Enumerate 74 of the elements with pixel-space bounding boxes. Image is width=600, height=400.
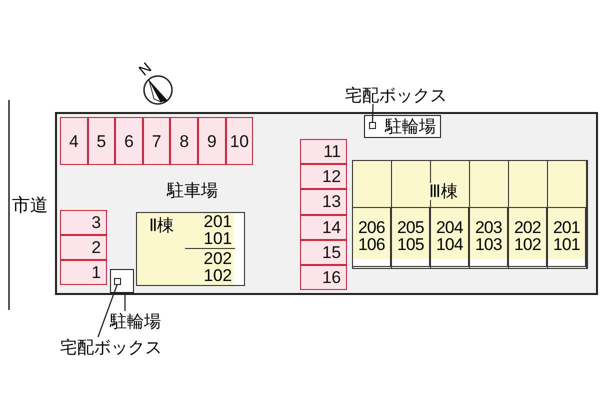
apartment-unit (352, 207, 391, 267)
unit-number: 105 (397, 236, 424, 253)
unit-number: 103 (475, 236, 502, 253)
building-outline (352, 160, 588, 269)
unit-number: 102 (204, 267, 232, 284)
space-number: 11 (323, 143, 341, 160)
parking-space (60, 117, 88, 165)
parking-space (300, 214, 347, 240)
unit-number: 203 (475, 219, 502, 236)
apartment-unit (469, 207, 508, 267)
unit-number: 101 (553, 236, 580, 253)
space-number: 6 (124, 132, 134, 150)
unit-number: 205 (397, 219, 424, 236)
space-number: 8 (179, 132, 189, 150)
parking-space (226, 117, 254, 165)
parking-space (88, 117, 116, 165)
callout-text: 宅配ボックス (60, 338, 162, 356)
parking-space (300, 164, 347, 190)
parking-space (60, 260, 107, 285)
unit-number: 106 (358, 236, 385, 253)
area-label: 駐車場 (167, 182, 218, 199)
space-number: 3 (92, 214, 101, 231)
parking-space (170, 117, 198, 165)
parking-space (60, 210, 107, 235)
space-number: 7 (152, 132, 162, 150)
building-label: Ⅱ棟 (149, 217, 174, 234)
unit-number: 202 (204, 250, 232, 267)
apartment-unit (391, 207, 430, 267)
parking-space (115, 117, 143, 165)
leader-line (97, 284, 118, 338)
apartment-unit (547, 207, 586, 267)
site-lot (55, 112, 598, 295)
parking-space (300, 265, 347, 290)
apartment-unit (508, 207, 547, 267)
space-number: 2 (92, 239, 101, 256)
space-number: 4 (69, 132, 79, 150)
leader-line (372, 104, 374, 122)
delivery-box (114, 278, 121, 285)
compass-letter: N (136, 60, 154, 79)
road-label: 市道 (12, 196, 48, 214)
space-number: 9 (207, 132, 217, 150)
space-number: 5 (96, 132, 106, 150)
unit-number: 201 (553, 219, 580, 236)
parking-space (60, 235, 107, 260)
unit-number: 204 (436, 219, 463, 236)
bicycle-shed (110, 269, 134, 293)
space-number: 10 (230, 132, 249, 150)
leader-line (124, 293, 126, 311)
unit-number: 101 (204, 230, 232, 247)
parking-space (300, 139, 347, 164)
bicycle-shed (364, 115, 441, 138)
callout-text: 駐輪場 (110, 312, 161, 330)
parking-space (300, 240, 347, 265)
unit-number: 104 (436, 236, 463, 253)
delivery-box (369, 122, 376, 129)
unit-number: 102 (514, 236, 541, 253)
shed-label: 駐輪場 (385, 118, 436, 135)
space-number: 14 (322, 218, 341, 236)
apartment-unit (185, 212, 235, 249)
space-number: 13 (322, 193, 341, 210)
apartment-unit (430, 207, 469, 267)
parking-space (300, 189, 347, 215)
space-number: 16 (322, 269, 341, 286)
building-label: Ⅲ棟 (429, 183, 458, 200)
unit-number: 201 (204, 213, 232, 230)
space-number: 1 (92, 264, 101, 281)
space-number: 15 (322, 244, 341, 261)
parking-space (198, 117, 226, 165)
space-number: 12 (322, 168, 341, 186)
building-outline (136, 212, 245, 286)
parking-space (142, 117, 170, 165)
unit-number: 206 (358, 219, 385, 236)
unit-number: 202 (514, 219, 541, 236)
callout-text: 宅配ボックス (345, 86, 447, 104)
